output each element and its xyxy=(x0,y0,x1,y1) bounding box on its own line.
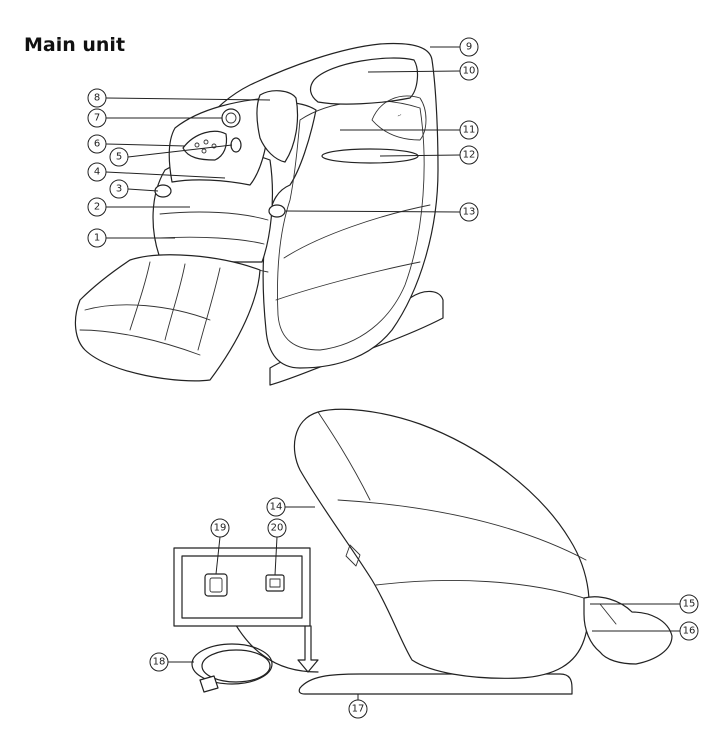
callout-2: 2 xyxy=(87,197,107,217)
callout-leaders xyxy=(105,46,680,700)
leg-rest xyxy=(74,254,261,382)
brand-logo: ~ xyxy=(396,111,404,119)
side-leg-rest xyxy=(583,596,673,665)
svg-text:2: 2 xyxy=(94,202,100,213)
side-base xyxy=(298,673,573,695)
power-button xyxy=(230,137,242,153)
side-handle xyxy=(268,204,286,218)
back-cushion xyxy=(277,100,425,351)
callout-20: 20 xyxy=(267,518,287,538)
callout-14: 14 xyxy=(266,497,286,517)
callout-3: 3 xyxy=(109,179,129,199)
page-title: Main unit xyxy=(24,34,126,56)
pointer-arrow xyxy=(297,625,319,673)
power-switch xyxy=(265,574,285,592)
callout-11: 11 xyxy=(459,120,479,140)
callout-1: 1 xyxy=(87,228,107,248)
plug xyxy=(199,675,219,693)
callout-18: 18 xyxy=(149,652,169,672)
svg-text:16: 16 xyxy=(683,626,696,637)
svg-text:14: 14 xyxy=(270,502,283,513)
svg-text:3: 3 xyxy=(116,184,122,195)
svg-text:17: 17 xyxy=(352,704,365,715)
callout-10: 10 xyxy=(459,61,479,81)
svg-text:5: 5 xyxy=(116,152,122,163)
svg-text:19: 19 xyxy=(214,523,227,534)
callout-19: 19 xyxy=(210,518,230,538)
callout-16: 16 xyxy=(679,621,699,641)
power-socket xyxy=(204,573,228,597)
callout-17: 17 xyxy=(348,699,368,719)
svg-text:7: 7 xyxy=(94,113,100,124)
svg-text:13: 13 xyxy=(463,207,476,218)
svg-text:11: 11 xyxy=(463,125,476,136)
cable-coil xyxy=(191,643,273,685)
svg-text:1: 1 xyxy=(94,233,100,244)
callout-6: 6 xyxy=(87,134,107,154)
svg-text:9: 9 xyxy=(466,42,472,53)
svg-text:10: 10 xyxy=(463,66,476,77)
side-outer-shell xyxy=(293,408,590,679)
chair-front-view: ~ xyxy=(74,42,444,386)
svg-text:20: 20 xyxy=(271,523,284,534)
svg-text:18: 18 xyxy=(153,657,166,668)
arm-pad xyxy=(256,90,299,163)
round-dial xyxy=(221,108,241,128)
remote-holder-panel xyxy=(182,130,228,161)
callout-12: 12 xyxy=(459,145,479,165)
side-shell-panel xyxy=(371,95,427,141)
chair-side-view xyxy=(173,408,673,695)
callout-5: 5 xyxy=(109,147,129,167)
svg-text:6: 6 xyxy=(94,139,100,150)
svg-text:12: 12 xyxy=(463,150,476,161)
callout-13: 13 xyxy=(459,202,479,222)
callout-4: 4 xyxy=(87,162,107,182)
callout-8: 8 xyxy=(87,88,107,108)
svg-text:15: 15 xyxy=(683,599,696,610)
callout-7: 7 xyxy=(87,108,107,128)
headrest-pillow xyxy=(309,57,419,105)
callout-15: 15 xyxy=(679,594,699,614)
side-slot xyxy=(345,544,361,567)
callout-9: 9 xyxy=(459,37,479,57)
svg-text:4: 4 xyxy=(94,167,100,178)
svg-text:8: 8 xyxy=(94,93,100,104)
